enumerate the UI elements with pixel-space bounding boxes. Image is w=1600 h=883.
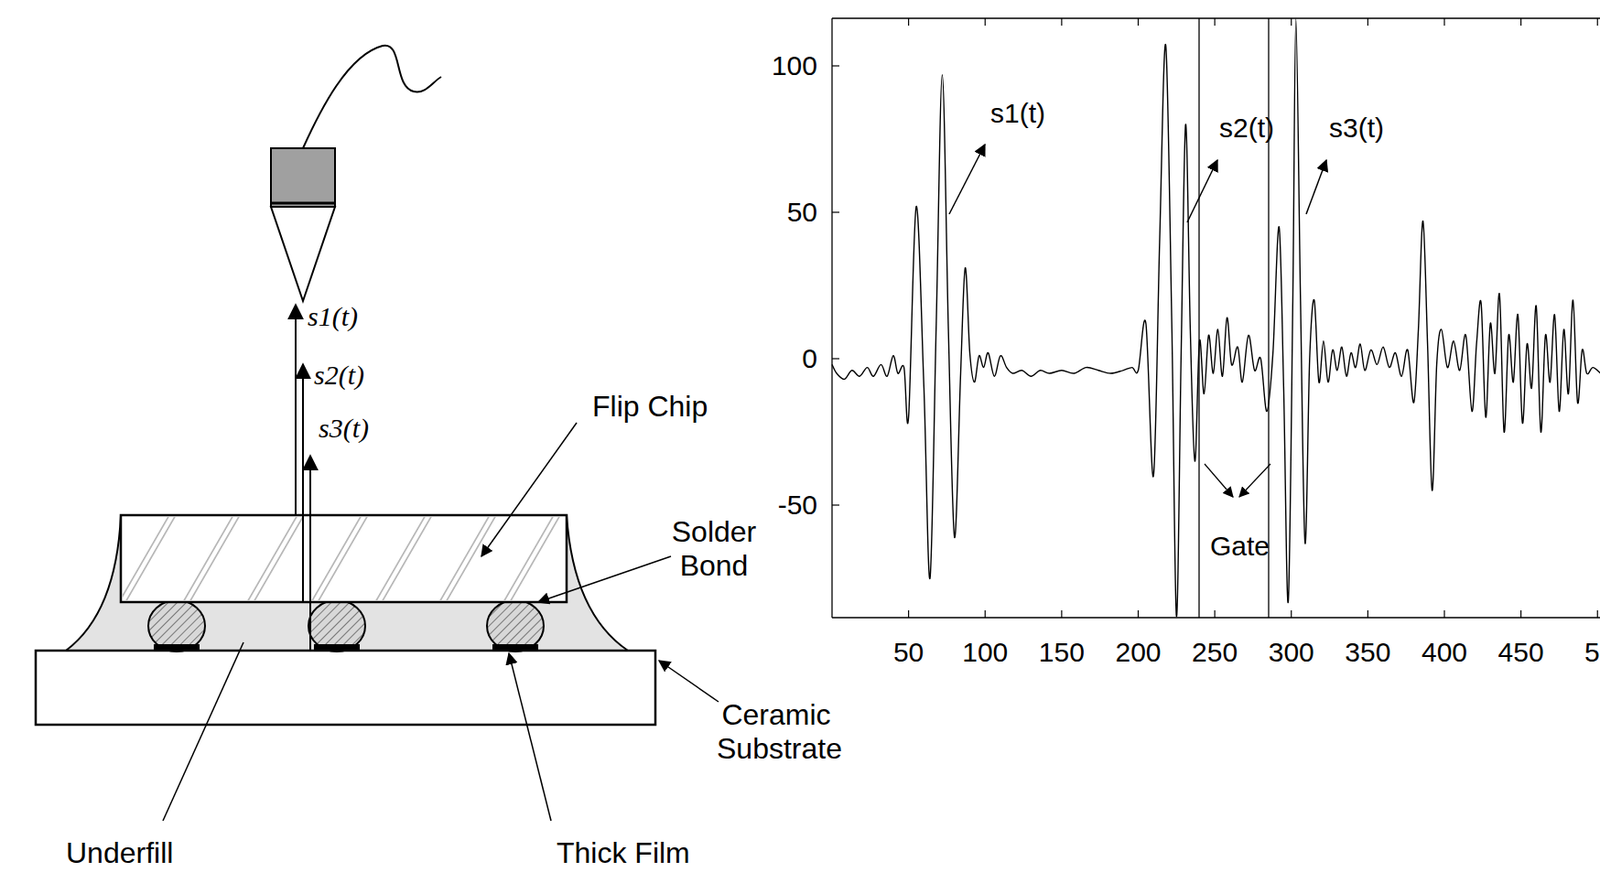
signal-label: s3(t) (1329, 112, 1384, 145)
tick (1290, 18, 1292, 26)
tick (1214, 18, 1216, 26)
tick (832, 211, 840, 213)
tick (908, 610, 909, 618)
tick (832, 357, 840, 359)
tick (1137, 18, 1139, 26)
tick-label: 100 (771, 50, 818, 83)
transducer-lens (270, 206, 336, 302)
tick-label: 200 (1114, 637, 1161, 670)
flip-chip (122, 517, 565, 601)
tick-label: 100 (962, 637, 1008, 670)
tick-label: 300 (1268, 637, 1315, 670)
tick (984, 18, 986, 26)
tick (1520, 18, 1522, 26)
tick (1597, 610, 1599, 618)
tick-label: 350 (1344, 637, 1391, 670)
signal-label: s3(t) (318, 412, 369, 445)
tick (1060, 610, 1062, 618)
transducer-body (270, 148, 336, 207)
tick (1214, 610, 1216, 618)
chart-leaders (949, 144, 1327, 223)
signal-label: s2(t) (1219, 112, 1275, 145)
ceramic-substrate (35, 650, 656, 725)
tick-label: 50 (893, 637, 924, 670)
part-label: Solder Bond (659, 515, 769, 584)
waveform (832, 19, 1600, 617)
tick (1367, 18, 1369, 26)
signal-label: s1(t) (307, 301, 358, 334)
tick-label: 250 (1191, 637, 1238, 670)
tick (1443, 610, 1445, 618)
tick (1137, 610, 1139, 618)
part-label: Underfill (65, 836, 173, 871)
axis-ticks (832, 18, 1598, 618)
tick (1443, 18, 1445, 26)
tick (908, 18, 909, 26)
tick (832, 504, 840, 506)
solder-bumps (148, 600, 544, 652)
gate-lines (1199, 18, 1271, 618)
signal-label: s2(t) (313, 359, 365, 392)
tick-label: 5 (1584, 637, 1600, 670)
cable (302, 45, 442, 149)
underfill (65, 515, 628, 651)
tick (1367, 610, 1369, 618)
tick-label: 50 (787, 196, 818, 229)
gate-label: Gate (1210, 530, 1270, 563)
tick (1520, 610, 1522, 618)
part-label: Ceramic Substrate (716, 698, 836, 767)
tick (1597, 18, 1599, 26)
signal-label: s1(t) (990, 97, 1046, 130)
leader-lines (162, 422, 719, 822)
tick-label: 400 (1421, 637, 1468, 670)
part-label: Thick Film (556, 836, 691, 871)
tick (1290, 610, 1292, 618)
part-label: Flip Chip (592, 389, 708, 424)
tick (832, 64, 840, 66)
tick-label: 0 (801, 343, 818, 376)
tick-label: 450 (1498, 637, 1545, 670)
plot-frame (832, 18, 1600, 618)
tick (984, 610, 986, 618)
tick-label: 150 (1038, 637, 1085, 670)
tick-label: -50 (778, 489, 818, 522)
tick (1060, 18, 1062, 26)
echo-arrows (295, 304, 311, 651)
